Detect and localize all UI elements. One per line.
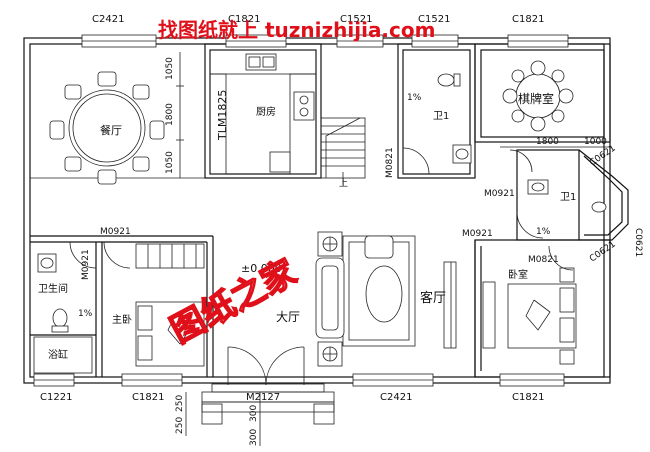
room-label: 厨房 (256, 105, 276, 118)
room-label: 卫1 (560, 192, 576, 203)
dimension-label: 250 (175, 395, 185, 412)
living-furniture (315, 231, 457, 367)
slope-label: 1% (407, 93, 422, 103)
bedroom-right-furniture (482, 245, 577, 365)
watermark-header: 找图纸就上 tuznizhijia.com (158, 18, 435, 42)
door-label: M0921 (462, 229, 493, 239)
window-label: C0621 (588, 240, 618, 265)
stove-icon (293, 91, 315, 121)
main-door (201, 346, 335, 425)
door-label: M0921 (484, 189, 515, 199)
sofa (315, 257, 345, 339)
misc-labels: TLM1825 上 ±0.000 1% 1% 1% (78, 90, 551, 319)
bedside-left (559, 267, 575, 283)
door-label: M0821 (528, 255, 559, 265)
window-label: C1221 (40, 392, 72, 403)
toilet-icon (437, 73, 461, 87)
dimension-label: 1050 (165, 57, 175, 80)
tv-cabinet (443, 261, 457, 349)
toilet-icon (591, 201, 607, 213)
stairs (320, 117, 366, 185)
dimension-label: 1800 (165, 103, 175, 126)
room-label: 卫1 (433, 111, 449, 122)
dimension-label: 1800 (536, 137, 559, 147)
dimension-label: 1000 (584, 137, 607, 147)
dimension-label: 250 (175, 417, 185, 434)
door-labels: M0821 M0921 M0921 M0921 M0921 M0821 M212… (81, 147, 559, 403)
chess-table (502, 60, 574, 132)
door-label: M2127 (246, 392, 280, 403)
dimension-label: 1050 (165, 151, 175, 174)
dining-table (49, 71, 165, 185)
room-label: 浴缸 (48, 348, 68, 361)
window-label: C1521 (418, 14, 450, 25)
dining-chairs (49, 71, 165, 185)
door-label: M0921 (81, 249, 91, 280)
slope-label: 1% (78, 309, 93, 319)
slope-label: 1% (536, 227, 551, 237)
room-labels: 餐厅 厨房 卫1 棋牌室 卫1 客厅 大厅 卧室 主卧 卫生间 浴缸 (38, 91, 576, 361)
toilet-top-fixtures (402, 73, 472, 175)
dimension-label: 300 (249, 405, 259, 422)
room-label: 客厅 (420, 290, 446, 306)
stair-up-label: 上 (339, 178, 348, 189)
room-label: 棋牌室 (518, 91, 554, 106)
bathroom-fixtures (33, 241, 97, 374)
sink-icon (37, 253, 57, 273)
bedside-right (559, 349, 575, 365)
armchair (364, 235, 394, 259)
door-label: M0821 (385, 147, 395, 178)
side-table-top (317, 231, 343, 257)
dimension-label: 300 (249, 429, 259, 446)
toilet-right-fixtures (509, 149, 607, 239)
toilet-icon (51, 308, 69, 333)
side-table-bottom (317, 341, 343, 367)
room-label: 卧室 (508, 268, 528, 281)
sink-icon (452, 144, 472, 164)
room-label: 主卧 (112, 313, 132, 326)
window-label: C1821 (228, 14, 260, 25)
door-label: M0921 (100, 227, 131, 237)
window-label: C1821 (512, 392, 544, 403)
window-label: C1521 (340, 14, 372, 25)
window-label: C1821 (132, 392, 164, 403)
window-marks (33, 34, 569, 387)
floor-level-label: ±0.000 (241, 262, 282, 275)
wardrobe (135, 243, 205, 269)
dimension-lines (176, 52, 612, 446)
master-bedroom-furniture (103, 241, 205, 367)
room-label: 餐厅 (100, 123, 122, 137)
window-label: C2421 (92, 14, 124, 25)
window-label: C1821 (512, 14, 544, 25)
cabinet-label: TLM1825 (216, 90, 229, 141)
room-label: 卫生间 (38, 282, 68, 295)
dimension-labels: 1050 1800 1050 1800 1000 250 250 300 300 (165, 57, 607, 446)
window-label: C0621 (633, 228, 643, 257)
window-label: C2421 (380, 392, 412, 403)
room-label: 大厅 (276, 310, 300, 324)
interior-walls (30, 43, 629, 378)
kitchen-fixtures (209, 49, 317, 175)
